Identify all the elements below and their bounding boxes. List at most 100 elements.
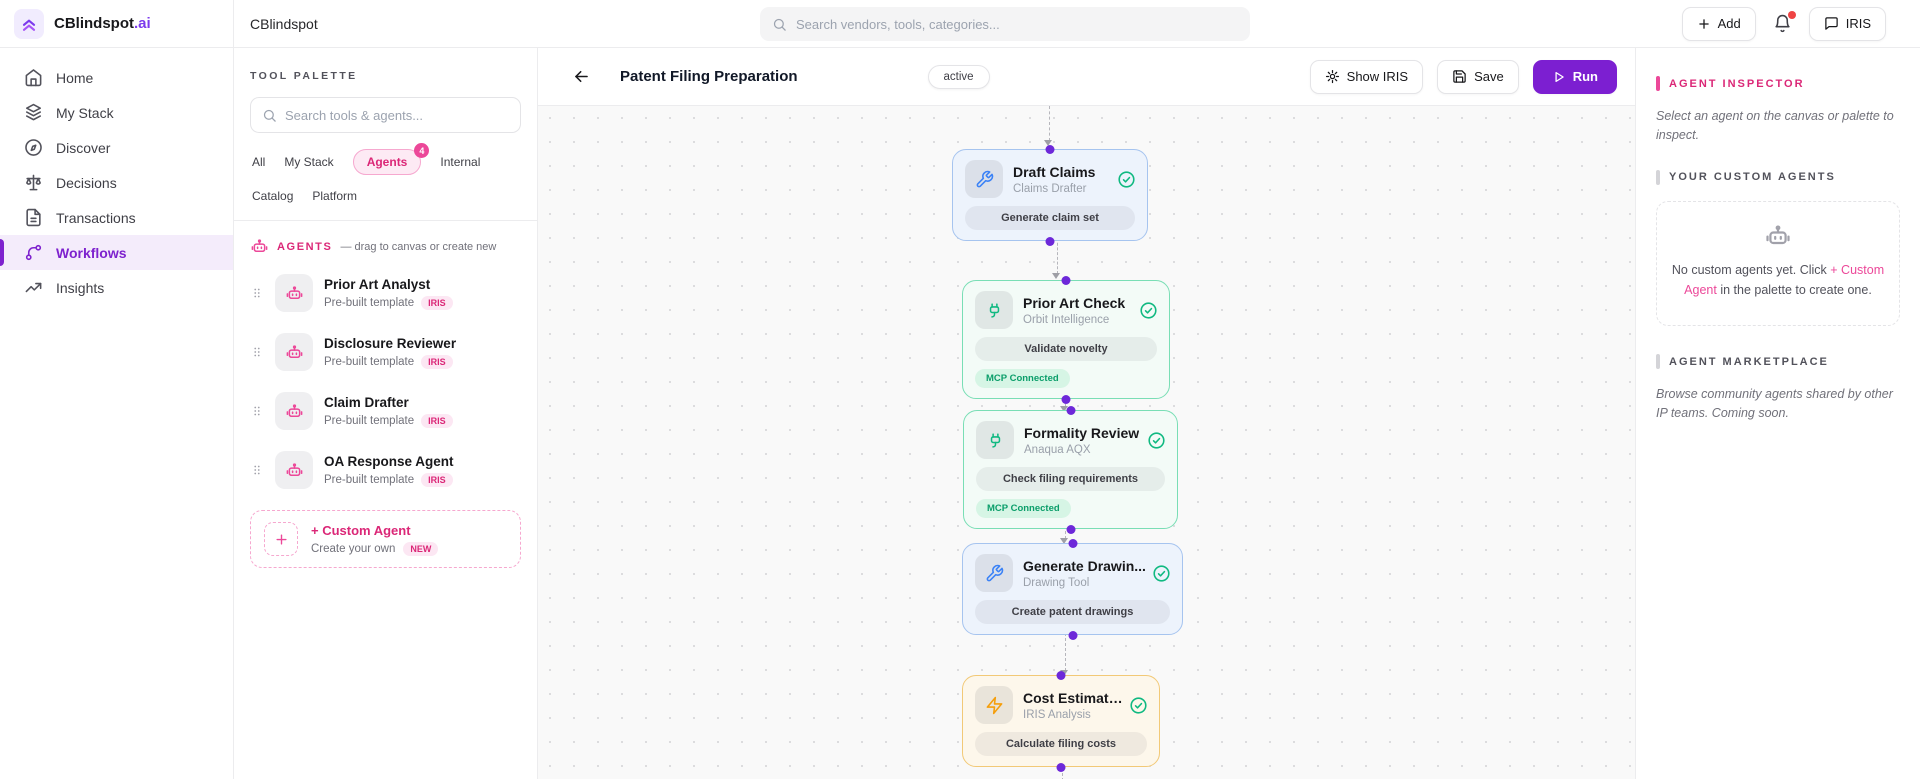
- mcp-connected-badge: MCP Connected: [975, 369, 1070, 388]
- mcp-connected-badge: MCP Connected: [976, 499, 1071, 518]
- sidebar-item[interactable]: Workflows: [0, 235, 233, 270]
- robot-icon: [250, 237, 269, 256]
- add-button[interactable]: Add: [1681, 6, 1756, 41]
- filter-chip-label: Catalog: [252, 189, 294, 203]
- workflow-node[interactable]: Cost Estimation IRIS Analysis Calculate …: [962, 675, 1160, 767]
- agent-subtitle: Pre-built template IRIS: [324, 413, 453, 428]
- canvas-actions: Show IRIS Save Run: [1309, 59, 1617, 94]
- custom-agents-empty-state: No custom agents yet. Click + Custom Age…: [1656, 200, 1900, 326]
- node-title: Draft Claims: [1013, 163, 1096, 180]
- new-badge: NEW: [403, 541, 439, 556]
- global-search-input[interactable]: Search vendors, tools, categories...: [760, 7, 1250, 41]
- empty-state-text: No custom agents yet. Click + Custom Age…: [1671, 262, 1885, 298]
- drag-handle-icon[interactable]: [250, 345, 264, 359]
- agent-palette-item[interactable]: Disclosure Reviewer Pre-built template I…: [250, 333, 521, 371]
- filter-chip[interactable]: Catalog: [252, 189, 293, 203]
- agents-section-header: AGENTS — drag to canvas or create new: [250, 237, 521, 256]
- workflow-canvas-section: Patent Filing Preparation active Show IR…: [538, 48, 1635, 779]
- global-search-placeholder: Search vendors, tools, categories...: [796, 16, 1000, 32]
- filter-chip-badge: 4: [414, 143, 430, 158]
- notification-dot: [1787, 11, 1796, 19]
- filter-chip-label: My Stack: [284, 155, 334, 169]
- filter-chip-label: All: [252, 155, 266, 169]
- node-subtitle: Orbit Intelligence: [1023, 313, 1110, 326]
- node-tool-icon: [975, 686, 1013, 724]
- drag-handle-icon[interactable]: [250, 286, 264, 300]
- check-circle-icon: [1117, 170, 1136, 189]
- brand[interactable]: CBlindspot.ai: [0, 0, 234, 47]
- iris-badge: IRIS: [421, 354, 453, 369]
- agent-name: Claim Drafter: [324, 394, 409, 410]
- custom-agent-link[interactable]: + Custom Agent: [1684, 262, 1885, 298]
- connector: [1044, 106, 1053, 146]
- sidebar-nav: Home My Stack Discover Decisions: [0, 48, 234, 779]
- sidebar-item-icon: [24, 138, 43, 157]
- agent-subtitle: Pre-built template IRIS: [324, 472, 454, 487]
- node-action-pill: Check filing requirements: [976, 467, 1165, 491]
- workflow-node[interactable]: Generate Drawin... Drawing Tool Create p…: [962, 543, 1183, 635]
- iris-badge: IRIS: [421, 472, 453, 487]
- workflow-node[interactable]: Prior Art Check Orbit Intelligence Valid…: [962, 280, 1170, 399]
- sidebar-item[interactable]: My Stack: [0, 95, 233, 130]
- iris-badge: IRIS: [421, 295, 453, 310]
- agent-palette-item[interactable]: Prior Art Analyst Pre-built template IRI…: [250, 274, 521, 312]
- agent-name: Disclosure Reviewer: [324, 335, 457, 351]
- agent-palette-item[interactable]: Claim Drafter Pre-built template IRIS: [250, 392, 521, 430]
- node-tool-icon: [965, 160, 1003, 198]
- show-iris-button[interactable]: Show IRIS: [1309, 59, 1424, 94]
- robot-icon: [275, 451, 313, 489]
- filter-chip[interactable]: All: [252, 155, 265, 169]
- sidebar-item[interactable]: Discover: [0, 130, 233, 165]
- agent-template-label: Pre-built template: [324, 473, 415, 486]
- filter-chip[interactable]: Internal: [440, 155, 480, 169]
- filter-chip-label: Internal: [440, 155, 481, 169]
- workspace-name: CBlindspot: [250, 15, 318, 32]
- filter-chip[interactable]: Platform: [312, 189, 357, 203]
- sidebar-item[interactable]: Decisions: [0, 165, 233, 200]
- agent-palette-item[interactable]: OA Response Agent Pre-built template IRI…: [250, 451, 521, 489]
- check-circle-icon: [1147, 431, 1166, 450]
- custom-agent-button[interactable]: + Custom Agent Create your own NEW: [250, 510, 521, 568]
- iris-button[interactable]: IRIS: [1808, 6, 1886, 41]
- workflow-node[interactable]: Draft Claims Claims Drafter Generate cla…: [952, 149, 1148, 241]
- drag-handle-icon[interactable]: [250, 404, 264, 418]
- back-button[interactable]: [564, 60, 598, 94]
- sidebar-item-label: Home: [56, 69, 94, 86]
- agent-template-label: Pre-built template: [324, 414, 415, 427]
- palette-search-input[interactable]: Search tools & agents...: [250, 97, 521, 133]
- filter-chip[interactable]: My Stack: [284, 155, 333, 169]
- sidebar-item[interactable]: Insights: [0, 270, 233, 305]
- play-icon: [1552, 70, 1566, 84]
- canvas-body[interactable]: Draft Claims Claims Drafter Generate cla…: [538, 106, 1635, 779]
- chat-icon: [1824, 16, 1839, 31]
- save-icon: [1452, 69, 1467, 84]
- gear-icon: [1325, 69, 1340, 84]
- node-action-pill: Calculate filing costs: [975, 732, 1147, 756]
- custom-agent-subtitle: Create your own NEW: [311, 541, 439, 556]
- filter-chip[interactable]: Agents 4: [352, 143, 430, 175]
- save-button[interactable]: Save: [1437, 59, 1519, 94]
- sidebar-item-icon: [24, 208, 43, 227]
- drag-handle-icon[interactable]: [250, 463, 264, 477]
- run-button[interactable]: Run: [1532, 59, 1617, 94]
- check-circle-icon: [1129, 696, 1148, 715]
- agents-section-title: AGENTS: [277, 240, 333, 253]
- sidebar-item[interactable]: Home: [0, 60, 233, 95]
- agent-subtitle: Pre-built template IRIS: [324, 354, 456, 369]
- workflow-node[interactable]: Formality Review Anaqua AQX Check filing…: [963, 410, 1178, 529]
- agent-subtitle: Pre-built template IRIS: [324, 295, 453, 310]
- brand-logo-icon: [14, 8, 44, 39]
- node-tool-icon: [976, 421, 1014, 459]
- inspector-hint: Select an agent on the canvas or palette…: [1656, 109, 1894, 143]
- sidebar-item[interactable]: Transactions: [0, 200, 233, 235]
- section-bar: [1656, 354, 1660, 369]
- sidebar-item-label: Decisions: [56, 174, 117, 191]
- sidebar-item-icon: [24, 278, 43, 297]
- filter-chip-label: Platform: [312, 189, 358, 203]
- node-subtitle: Claims Drafter: [1013, 182, 1087, 195]
- check-circle-icon: [1152, 564, 1171, 583]
- node-subtitle: Drawing Tool: [1023, 576, 1090, 589]
- top-bar-actions: Add IRIS: [1681, 6, 1920, 41]
- plus-icon: [1697, 17, 1711, 31]
- notifications-bell-icon[interactable]: [1771, 11, 1796, 35]
